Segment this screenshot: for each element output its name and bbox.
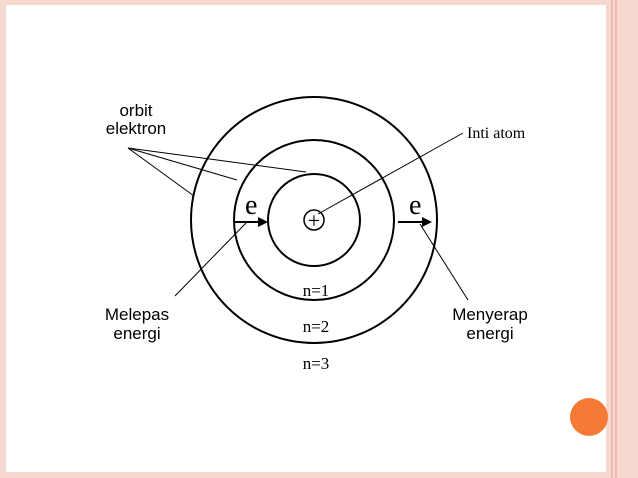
orbit-n1 bbox=[267, 173, 361, 267]
orbit-n2 bbox=[233, 139, 395, 301]
slide-border-right-line bbox=[615, 0, 617, 478]
slide-border-bottom bbox=[0, 472, 638, 478]
slide-border-left bbox=[0, 0, 6, 478]
release-label-line2: energi bbox=[113, 324, 160, 343]
release-pointer-line bbox=[174, 222, 247, 297]
slide-border-right-line bbox=[611, 0, 613, 478]
electron-label-left: e bbox=[245, 190, 257, 221]
orbit-pointer-line bbox=[127, 147, 307, 173]
level-label-n2: n=2 bbox=[303, 317, 330, 336]
release-label-line1: Melepas bbox=[105, 305, 169, 324]
nucleus-symbol: + bbox=[308, 208, 320, 233]
orbit-pointer-line bbox=[127, 147, 195, 197]
level-label-n1: n=1 bbox=[303, 281, 330, 300]
absorb-pointer-line bbox=[419, 223, 469, 301]
orbit-n3 bbox=[190, 96, 438, 344]
nucleus-label: Inti atom bbox=[467, 125, 526, 142]
nucleus-pointer-line bbox=[317, 132, 464, 215]
orbit-label-line2: elektron bbox=[106, 119, 166, 138]
slide-accent-dot bbox=[570, 398, 608, 436]
absorb-label-line1: Menyerap bbox=[452, 305, 528, 324]
slide-border-top bbox=[0, 0, 638, 5]
level-label-n3: n=3 bbox=[303, 354, 330, 373]
electron-label-right: e bbox=[409, 190, 421, 221]
orbit-pointer-line bbox=[127, 147, 238, 181]
nucleus bbox=[303, 209, 325, 231]
orbit-label-line1: orbit bbox=[119, 101, 152, 120]
absorb-label-line2: energi bbox=[466, 324, 513, 343]
